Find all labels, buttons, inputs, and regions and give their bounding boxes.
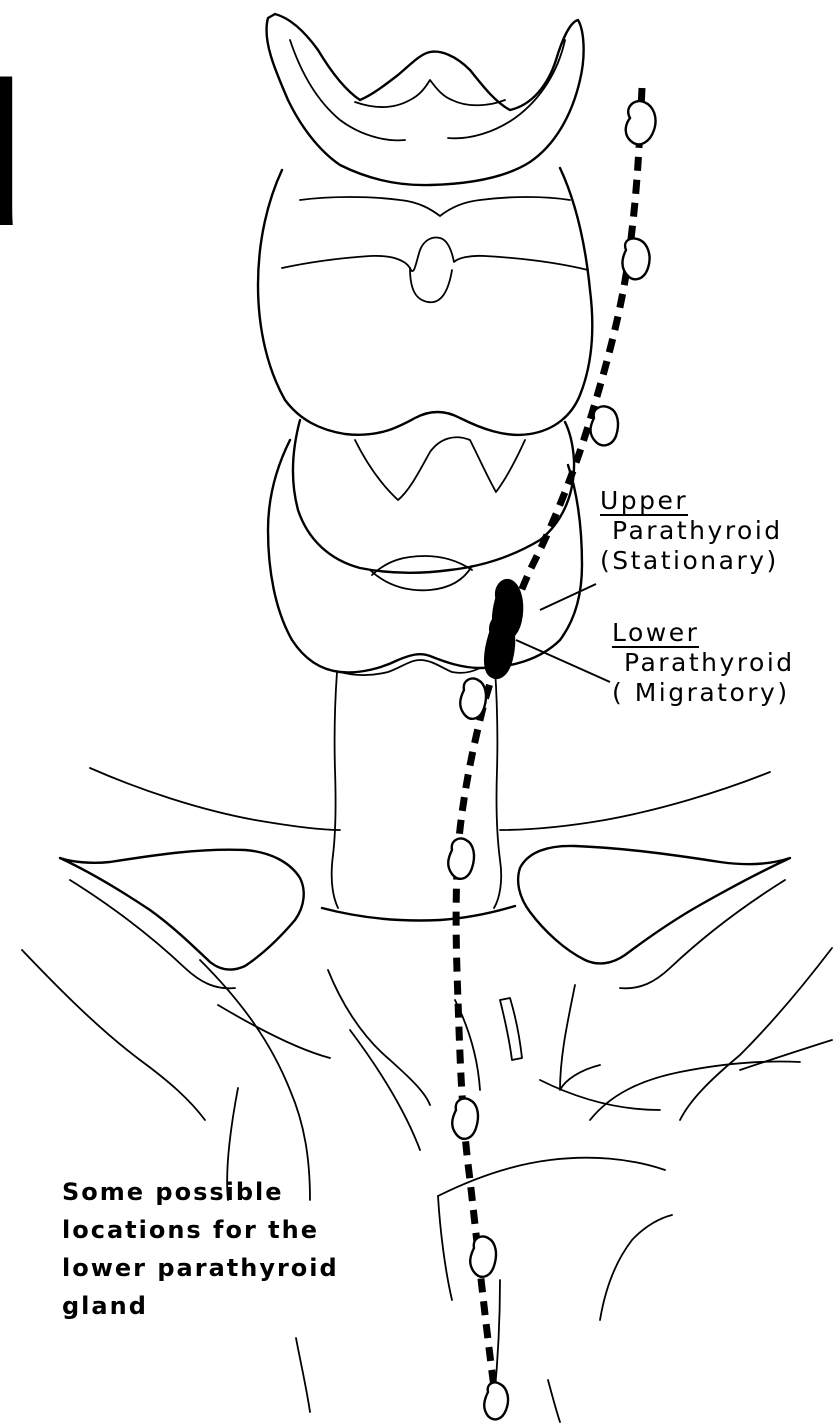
locations-caption: Some possible locations for the lower pa… bbox=[62, 1173, 362, 1325]
lower-label-name: Parathyroid bbox=[612, 648, 795, 678]
lower-parathyroid-leader bbox=[516, 640, 610, 682]
hyoid-bone bbox=[266, 14, 583, 185]
upper-label-note: (Stationary) bbox=[600, 546, 783, 576]
upper-parathyroid-leader bbox=[540, 584, 596, 610]
upper-label-title: Upper bbox=[600, 487, 688, 516]
left-clavicle bbox=[60, 768, 340, 988]
thyroid-cartilage bbox=[258, 168, 592, 435]
upper-parathyroid-label: Upper Parathyroid (Stationary) bbox=[600, 486, 783, 576]
migration-path-dashed-line bbox=[456, 88, 642, 1395]
trachea bbox=[322, 668, 515, 921]
lower-parathyroid-label: Lower Parathyroid ( Migratory) bbox=[612, 618, 795, 708]
upper-label-name: Parathyroid bbox=[600, 516, 783, 546]
lower-label-title: Lower bbox=[612, 619, 699, 648]
right-clavicle bbox=[500, 772, 790, 988]
lower-parathyroid-gland bbox=[485, 616, 515, 678]
lower-label-note: ( Migratory) bbox=[612, 678, 795, 708]
